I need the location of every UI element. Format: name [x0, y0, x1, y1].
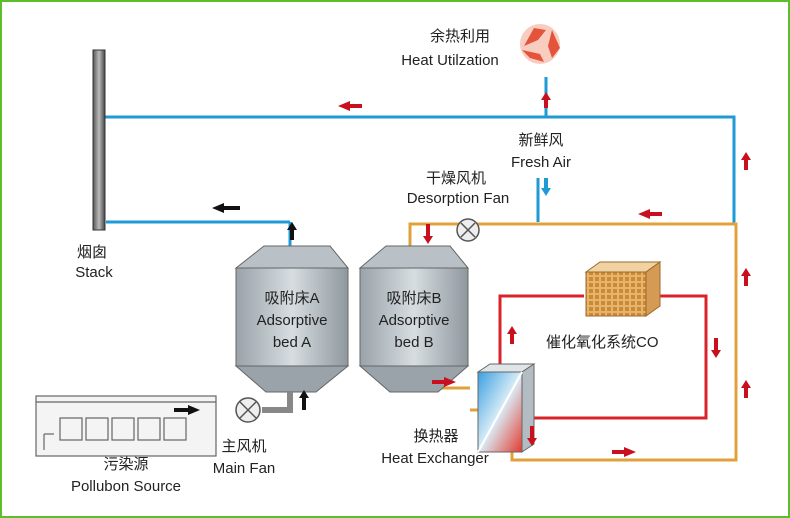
arrow-up-right-3 — [741, 380, 751, 388]
desorption-fan-label-zh: 干燥风机 — [425, 170, 486, 187]
arrow-left-stack — [212, 203, 224, 213]
fresh-air-arrow — [541, 178, 551, 196]
arrow-up-bed-a — [287, 222, 297, 230]
bed-b-label-en2: bed B — [394, 334, 434, 351]
arrow-left-mid — [638, 209, 650, 219]
arrow-right-bedb — [444, 377, 456, 387]
adsorptive-bed-b — [358, 245, 470, 393]
arrow-left-top — [338, 101, 350, 111]
catalytic-oxidation-unit — [584, 261, 662, 317]
arrow-down-desorb — [423, 236, 433, 244]
flow-arrows-black — [174, 203, 309, 415]
arrow-right-bottom — [624, 447, 636, 457]
arrow-down-cat — [711, 350, 721, 358]
adsorptive-bed-a — [234, 245, 350, 393]
arrow-up-main — [299, 390, 309, 398]
bed-a-label-en1: Adsorptive — [256, 312, 328, 329]
pollution-source-building — [35, 395, 217, 457]
arrow-up-right-2 — [741, 268, 751, 276]
main-fan-pipe — [262, 392, 293, 413]
bed-a-label-zh: 吸附床A — [264, 290, 320, 307]
recycle-icon — [520, 24, 560, 64]
bed-b-label-zh: 吸附床B — [386, 290, 442, 307]
flow-arrows-red — [338, 92, 751, 457]
desorption-fan-icon — [456, 218, 480, 242]
main-fan-label-zh: 主风机 — [221, 438, 267, 455]
heat-exchanger-unit — [476, 363, 536, 453]
arrow-up-recycle — [541, 92, 551, 100]
heat-exchanger-label-zh: 换热器 — [413, 428, 459, 445]
desorption-fan-label-en: Desorption Fan — [406, 190, 510, 207]
heat-utilization-label-zh: 余热利用 — [429, 28, 490, 45]
fresh-air-label-en: Fresh Air — [510, 154, 571, 171]
main-fan-label-en: Main Fan — [212, 460, 276, 477]
stack-label-zh: 烟囱 — [76, 244, 107, 261]
stack-label-en: Stack — [75, 264, 113, 281]
red-pipe-network — [498, 294, 708, 420]
heat-exchanger-label-en: Heat Exchanger — [381, 450, 489, 467]
bed-b-label-en1: Adsorptive — [378, 312, 450, 329]
main-fan-icon — [235, 397, 261, 423]
pollution-source-label-en: Pollubon Source — [70, 478, 182, 495]
bed-a-label-en2: bed A — [272, 334, 312, 351]
heat-utilization-label-en: Heat Utilzation — [401, 52, 499, 69]
arrow-right-pollution — [188, 405, 200, 415]
arrow-down-hx — [527, 438, 537, 446]
fresh-air-label-zh: 新鲜风 — [518, 132, 564, 149]
arrow-up-hx — [507, 326, 517, 334]
pollution-source-label-zh: 污染源 — [103, 456, 149, 473]
arrow-up-right-1 — [741, 152, 751, 160]
catalytic-label: 催化氧化系统CO — [546, 334, 659, 351]
stack-chimney — [92, 49, 106, 231]
